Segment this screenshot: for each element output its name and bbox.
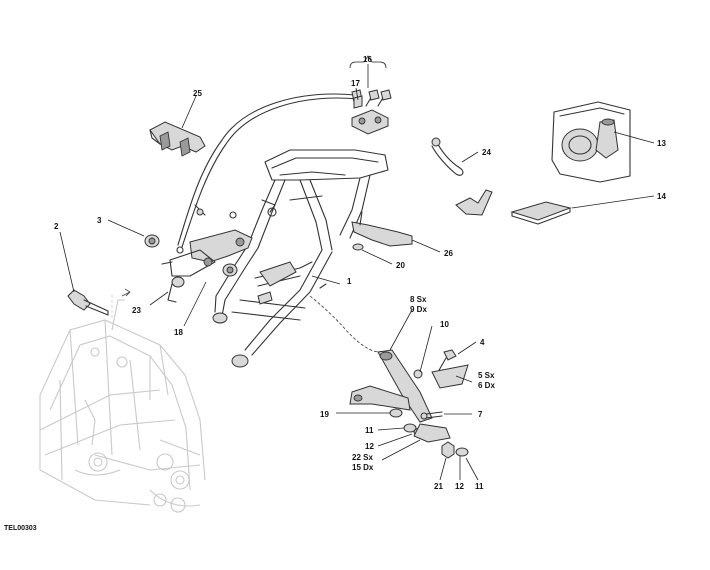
- callout-8-sx: 8 Sx: [410, 295, 427, 304]
- footpeg-part-22: [349, 385, 411, 411]
- callout-4: 4: [480, 338, 485, 347]
- bracket-assembly-left: [161, 229, 253, 277]
- plate-part-26: [351, 211, 413, 247]
- bolt-part-2: [67, 289, 109, 316]
- callout-16: 16: [363, 55, 372, 64]
- callout-25: 25: [193, 89, 202, 98]
- callout-15-dx: 15 Dx: [352, 463, 374, 472]
- throttle-cable: [176, 89, 363, 254]
- footrest-bracket-part-8: [377, 349, 433, 423]
- cable-clip-part-25: [149, 121, 206, 157]
- callout-11-upper: 11: [365, 426, 374, 435]
- assembly-dash-line: [309, 295, 381, 353]
- callout-18: 18: [174, 328, 183, 337]
- callout-1: 1: [347, 277, 352, 286]
- callout-14: 14: [657, 192, 666, 201]
- spacer-part-23: [167, 276, 185, 303]
- leader-lines: [59, 64, 655, 481]
- callout-10: 10: [440, 320, 449, 329]
- callout-26: 26: [444, 249, 453, 258]
- bushing-part-3: [144, 234, 160, 248]
- bent-bracket: [455, 189, 493, 216]
- callout-21: 21: [434, 482, 443, 491]
- washer-part-19: [389, 408, 403, 418]
- manual-part-14: [510, 201, 572, 225]
- callout-19: 19: [320, 410, 329, 419]
- main-frame-outline: [39, 299, 206, 513]
- drawing-code: TEL00303: [4, 525, 37, 532]
- callout-6-dx: 6 Dx: [478, 381, 495, 390]
- callout-5-sx: 5 Sx: [478, 371, 495, 380]
- callout-12-left: 12: [365, 442, 374, 451]
- callout-3: 3: [97, 216, 102, 225]
- pin-part-7: [420, 411, 443, 420]
- callout-9-dx: 9 Dx: [410, 305, 427, 314]
- screw-part-10: [413, 369, 423, 379]
- callout-22-sx: 22 Sx: [352, 453, 373, 462]
- callout-20: 20: [396, 261, 405, 270]
- callout-2: 2: [54, 222, 59, 231]
- strap-part-24: [431, 137, 464, 176]
- callout-17: 17: [351, 79, 360, 88]
- callout-23: 23: [132, 306, 141, 315]
- storage-bag-part-13: [551, 101, 631, 183]
- heel-guard-part-5: [431, 364, 469, 389]
- callout-7: 7: [478, 410, 483, 419]
- washer-part-12: [455, 447, 469, 457]
- spacer-part-18: [222, 263, 238, 277]
- callout-24: 24: [482, 148, 491, 157]
- callout-11-lower: 11: [475, 482, 484, 491]
- rear-subframe-part-1: [212, 149, 389, 368]
- callout-13: 13: [657, 139, 666, 148]
- bracket-brace: [349, 55, 387, 69]
- arrow-icon: [121, 288, 131, 297]
- callout-12-right: 12: [455, 482, 464, 491]
- bracket-part-16: [351, 89, 392, 135]
- spring-part-11: [403, 423, 451, 443]
- bolt-part-4: [437, 349, 457, 373]
- washer-part-20: [352, 243, 364, 251]
- nut-part-21: [441, 441, 455, 459]
